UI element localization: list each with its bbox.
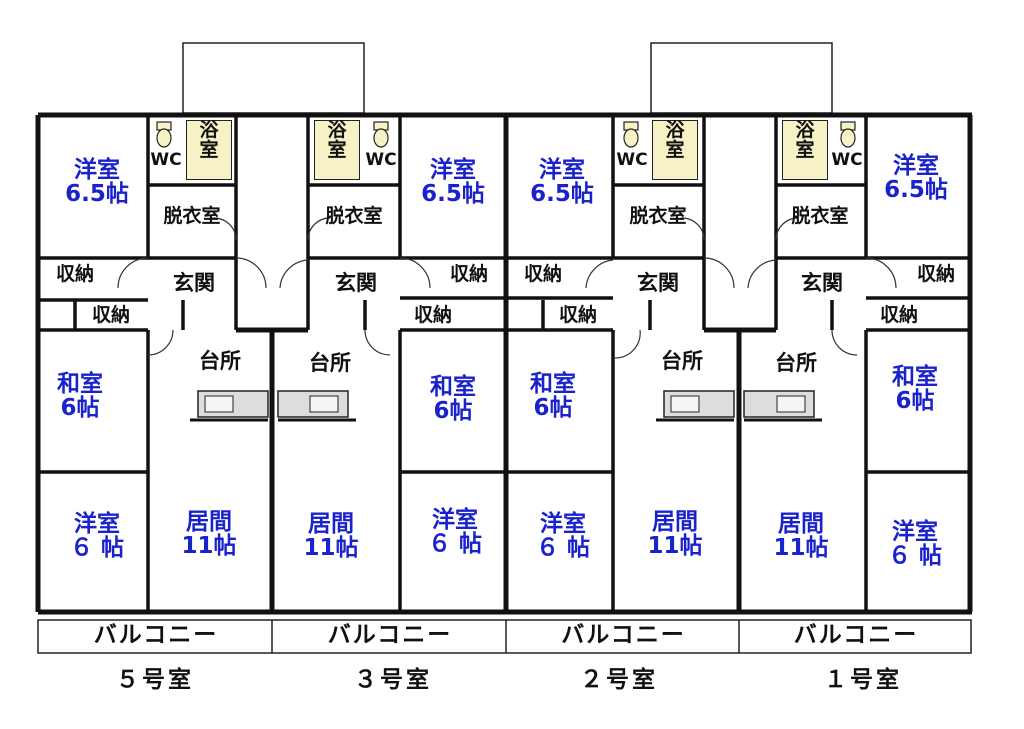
bath-2: 浴 室 [652, 120, 698, 180]
storage-1: 収納 [523, 263, 562, 285]
canopy-right [650, 42, 833, 114]
interior-walls [38, 115, 970, 612]
dressing-room: 脱衣室 [163, 205, 221, 227]
party-walls [236, 115, 776, 612]
unit-label: ３号室 [354, 667, 432, 693]
entrance: 玄関 [637, 271, 679, 295]
storage-1: 収納 [916, 263, 955, 285]
western-room-bottom: 洋室 ６ 帖 [887, 519, 942, 570]
western-room-bottom: 洋室 ６ 帖 [535, 511, 590, 562]
unit-label: ２号室 [580, 667, 658, 693]
entrance: 玄関 [801, 271, 843, 295]
kitchen: 台所 [661, 349, 703, 373]
bath-label: 浴 室 [665, 119, 685, 161]
storage-2: 収納 [879, 304, 918, 326]
western-room-top: 洋室 6.5帖 [65, 157, 129, 208]
bath-3: 浴 室 [314, 120, 360, 180]
dressing-room: 脱衣室 [629, 205, 687, 227]
western-room-top: 洋室 6.5帖 [421, 157, 485, 208]
kitchen: 台所 [775, 351, 817, 375]
canopies [182, 42, 833, 114]
unit-label: ５号室 [116, 667, 194, 693]
bath-label: 浴 室 [795, 119, 815, 161]
entrance: 玄関 [173, 271, 215, 295]
living-room: 居間 11帖 [647, 509, 703, 560]
kitchen: 台所 [309, 351, 351, 375]
living-room: 居間 11帖 [181, 509, 237, 560]
balcony: バルコニー [561, 622, 686, 648]
wc-label: WC [150, 150, 182, 170]
wc-label: WC [831, 150, 863, 170]
bath-5: 浴 室 [186, 120, 232, 180]
japanese-room: 和室 6帖 [530, 371, 576, 422]
storage-1: 収納 [449, 263, 488, 285]
door-swings [117, 217, 897, 359]
toilet-icons [156, 121, 856, 148]
balcony-strip [37, 619, 972, 654]
western-room-bottom: 洋室 ６ 帖 [427, 507, 482, 558]
wc-label: WC [365, 150, 397, 170]
bath-1: 浴 室 [782, 120, 828, 180]
japanese-room: 和室 6帖 [430, 374, 476, 425]
storage-2: 収納 [558, 304, 597, 326]
living-room: 居間 11帖 [303, 511, 359, 562]
western-room-top: 洋室 6.5帖 [884, 153, 948, 204]
living-room: 居間 11帖 [773, 511, 829, 562]
western-room-top: 洋室 6.5帖 [530, 157, 594, 208]
dressing-room: 脱衣室 [791, 205, 849, 227]
japanese-room: 和室 6帖 [57, 371, 103, 422]
balcony: バルコニー [93, 622, 219, 648]
bath-label: 浴 室 [199, 119, 219, 161]
counter-sinks [204, 395, 806, 413]
western-room-bottom: 洋室 ６ 帖 [69, 511, 124, 562]
storage-1: 収納 [55, 263, 94, 285]
kitchen: 台所 [199, 349, 241, 373]
storage-2: 収納 [91, 304, 130, 326]
storage-2: 収納 [413, 304, 452, 326]
balcony: バルコニー [793, 622, 919, 648]
dressing-room: 脱衣室 [325, 205, 383, 227]
bath-label: 浴 室 [327, 119, 347, 161]
balcony: バルコニー [327, 622, 453, 648]
unit-label: １号室 [824, 667, 902, 693]
japanese-room: 和室 6帖 [892, 364, 938, 415]
entrance: 玄関 [335, 271, 377, 295]
canopy-left [182, 42, 365, 114]
wc-label: WC [616, 150, 648, 170]
